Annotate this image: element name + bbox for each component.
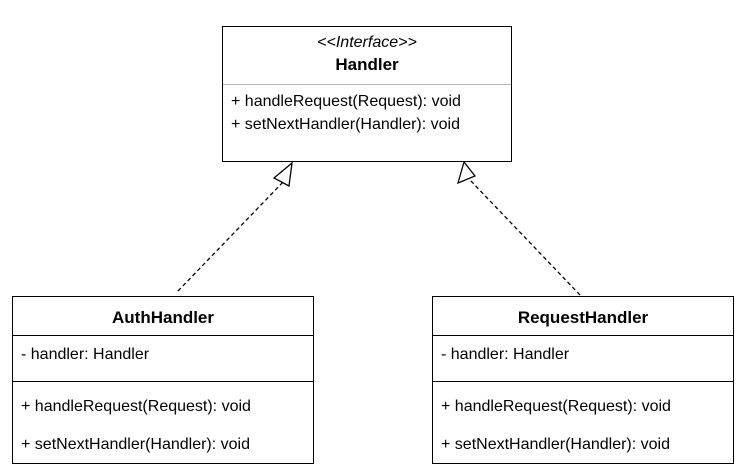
class-method-set-next-handler: + setNextHandler(Handler): void [21, 436, 250, 453]
interface-handler-box[interactable]: <<Interface>> Handler + handleRequest(Re… [222, 26, 512, 162]
class-divider [433, 335, 733, 336]
class-method-handle-request: + handleRequest(Request): void [21, 398, 251, 415]
class-auth-handler-box[interactable]: AuthHandler - handler: Handler + handleR… [12, 296, 314, 464]
class-name: AuthHandler [112, 308, 214, 327]
hollow-triangle-arrowhead [272, 161, 293, 188]
realization-auth-to-handler [177, 161, 293, 292]
class-divider [13, 335, 313, 336]
class-name: RequestHandler [517, 308, 649, 327]
interface-method-handle-request: + handleRequest(Request): void [231, 93, 461, 110]
interface-method-set-next-handler: + setNextHandler(Handler): void [231, 116, 460, 133]
class-request-handler-box[interactable]: RequestHandler - handler: Handler + hand… [432, 296, 734, 464]
interface-name: Handler [335, 55, 399, 74]
class-field-handler: - handler: Handler [21, 346, 150, 363]
realization-request-to-handler [457, 160, 581, 296]
hollow-triangle-arrowhead [457, 160, 477, 185]
class-method-set-next-handler: + setNextHandler(Handler): void [441, 436, 670, 453]
interface-divider [223, 84, 511, 85]
class-field-handler: - handler: Handler [441, 346, 570, 363]
class-divider [433, 381, 733, 382]
class-method-handle-request: + handleRequest(Request): void [441, 398, 671, 415]
interface-stereotype: <<Interface>> [317, 34, 417, 51]
class-divider [13, 381, 313, 382]
